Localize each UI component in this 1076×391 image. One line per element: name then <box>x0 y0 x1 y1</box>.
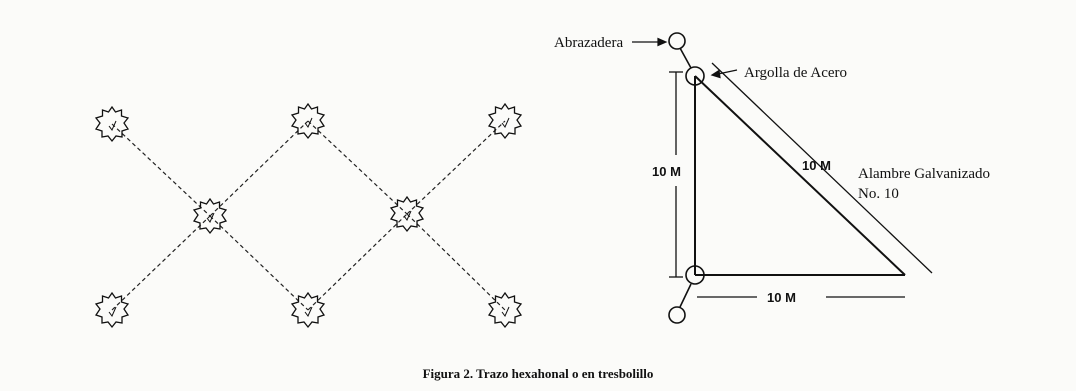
hypotenuse <box>694 75 906 276</box>
tree-icon <box>488 292 522 328</box>
clamp-label: Abrazadera <box>554 35 623 51</box>
horizontal-dimension-label: 10 M <box>767 290 796 305</box>
hexagonal-layout <box>95 103 522 328</box>
triangle-diagram <box>668 32 933 324</box>
label-arrows <box>632 37 738 79</box>
arrow-left-icon <box>710 69 721 79</box>
clamp-circle-bottom <box>668 306 686 324</box>
arrow-right-icon <box>657 37 668 47</box>
clamp-circle-top <box>668 32 686 50</box>
diagonal-dimension-label: 10 M <box>802 158 831 173</box>
wire-label-line2: No. 10 <box>858 186 899 202</box>
steel-ring-label: Argolla de Acero <box>744 65 847 81</box>
diagonal-dimension-line <box>711 62 933 274</box>
figure-caption: Figura 2. Trazo hexahonal o en tresbolil… <box>422 366 654 381</box>
wire-label-line1: Alambre Galvanizado <box>858 166 990 182</box>
vertical-dimension-label: 10 M <box>652 164 681 179</box>
dashed-connections <box>111 120 506 311</box>
